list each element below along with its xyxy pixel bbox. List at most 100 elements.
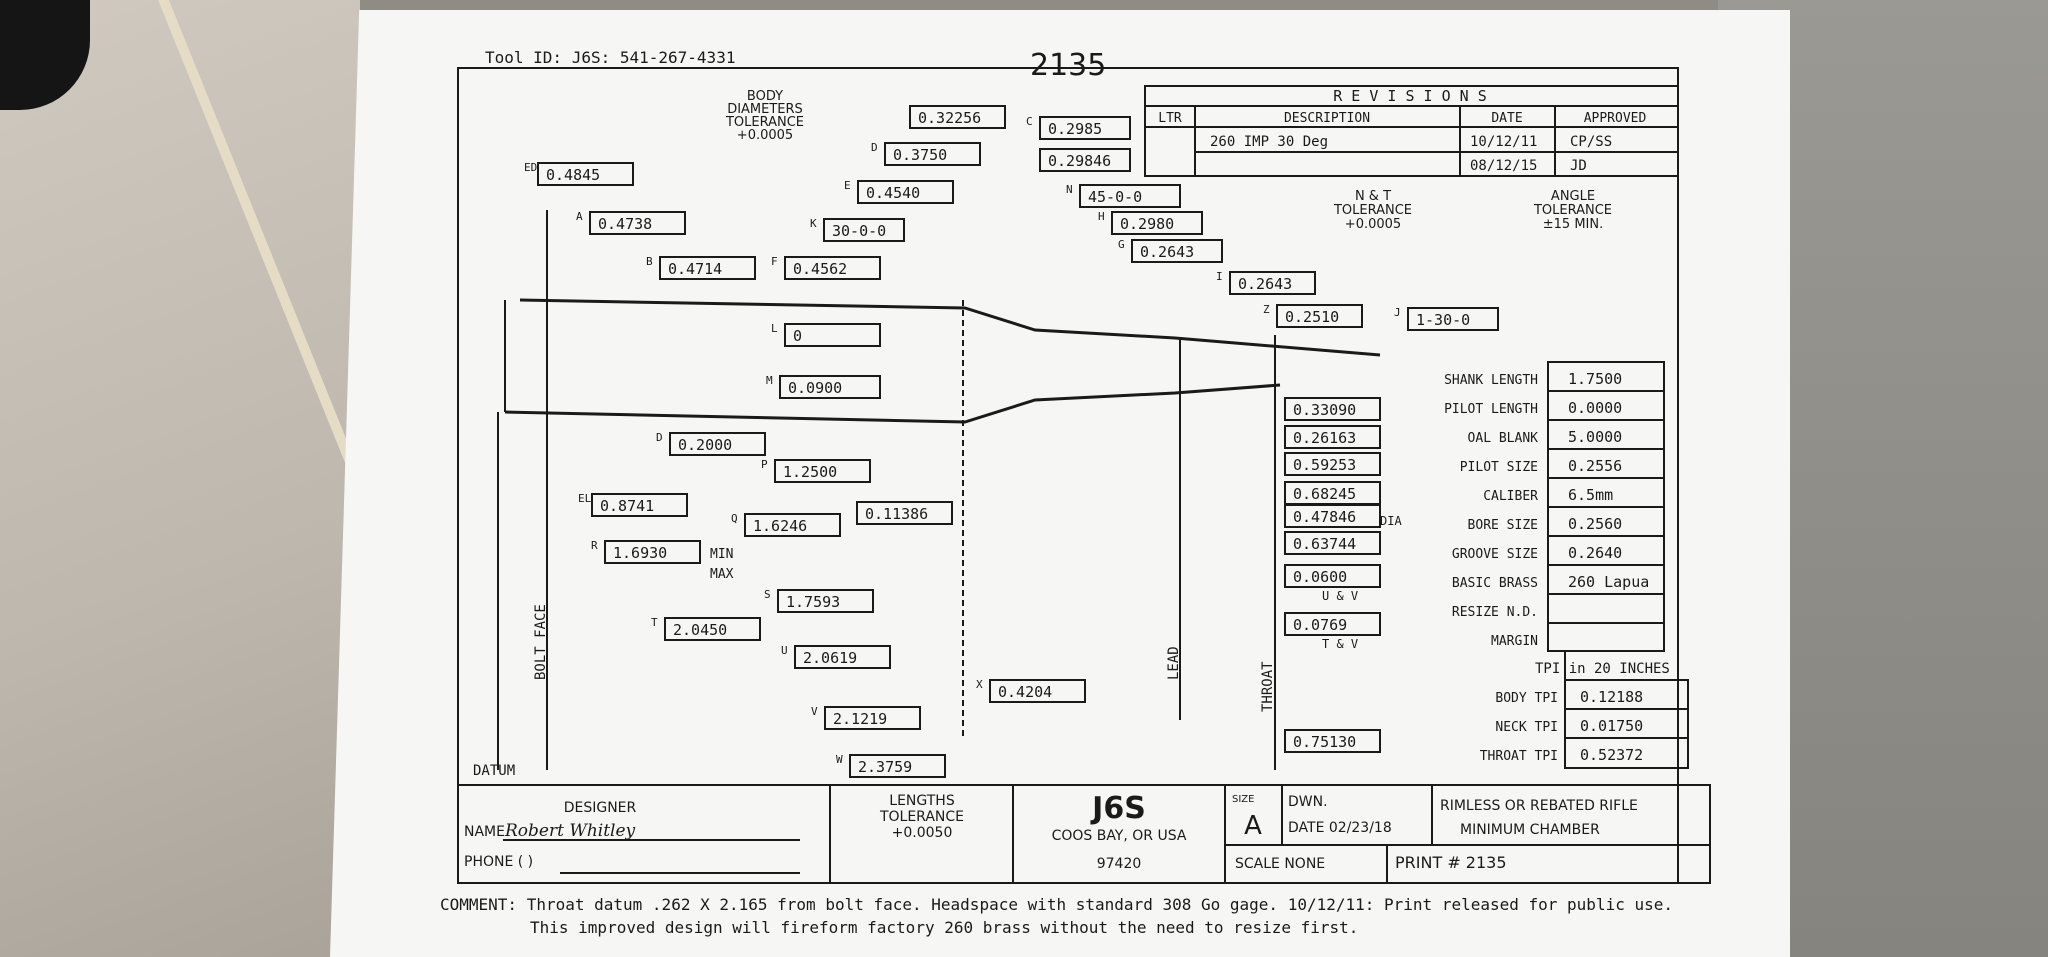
lengths-tol-1: LENGTHS <box>889 793 955 809</box>
spec-value: 0.2640 <box>1568 544 1622 562</box>
dim-n: 45-0-0N <box>1066 183 1181 208</box>
spec-value: 0.2560 <box>1568 515 1622 533</box>
dim-value: 30-0-0 <box>832 222 886 240</box>
company-city: COOS BAY, OR USA <box>1052 828 1187 844</box>
spec-label: CALIBER <box>1483 489 1538 504</box>
uv-label: U & V <box>1322 589 1358 603</box>
dim-letter: Q <box>731 512 738 525</box>
dim-letter: U <box>781 644 788 657</box>
dim-value: 0.11386 <box>865 505 928 523</box>
right-dim-7: 0.0769 <box>1284 612 1381 636</box>
dim-value: 0.4738 <box>598 215 652 233</box>
tpi-value: 0.01750 <box>1580 717 1643 735</box>
angle-tol-1: ANGLE <box>1551 189 1595 204</box>
dim-letter: S <box>764 588 771 601</box>
dim-d: 0.3750 D <box>871 141 981 166</box>
lengths-tol-3: +0.0050 <box>892 825 953 841</box>
right-dim-2: 0.59253 <box>1284 452 1381 476</box>
max-label: MAX <box>710 567 734 582</box>
dim-value: 0.4562 <box>793 260 847 278</box>
right-dim-value: 0.63744 <box>1293 535 1356 553</box>
rev-row2-appr: JD <box>1570 158 1587 174</box>
body-tol-1: BODY <box>747 89 783 104</box>
dim-letter: EL <box>578 492 592 505</box>
right-dim-0: 0.33090 <box>1284 397 1381 421</box>
dim-letter: E <box>844 179 851 192</box>
throat-label: THROAT <box>1260 661 1276 712</box>
lengths-tol-2: TOLERANCE <box>879 809 964 825</box>
revisions-title: R E V I S I O N S <box>1333 87 1487 105</box>
rev-row1-date: 10/12/11 <box>1470 134 1537 150</box>
spec-value: 260 Lapua <box>1568 573 1649 591</box>
body-tol-2: DIAMETERS <box>727 102 803 117</box>
dim-value: 0.2643 <box>1238 275 1292 293</box>
spec-label: SHANK LENGTH <box>1444 373 1538 388</box>
dim-value: 45-0-0 <box>1088 188 1142 206</box>
bolt-face-label: BOLT FACE <box>533 604 549 680</box>
tpi-row: NECK TPI 0.01750 <box>1495 717 1643 735</box>
tpi-title: TPI in 20 INCHES <box>1535 661 1670 677</box>
spec-value: 0.0000 <box>1568 399 1622 417</box>
dim-letter: R <box>591 539 598 552</box>
dwn-label: DWN. <box>1288 794 1328 810</box>
company-logo: J6S <box>1090 791 1146 826</box>
spec-row: MARGIN <box>1491 622 1664 649</box>
dim-value: 1.2500 <box>783 463 837 481</box>
date-value: DATE 02/23/18 <box>1288 820 1392 836</box>
dim-qr: 0.11386 <box>856 501 953 525</box>
dim-value: 0.0900 <box>788 379 842 397</box>
tpi-label: NECK TPI <box>1495 720 1558 735</box>
spec-row: CALIBER 6.5mm <box>1483 477 1664 504</box>
right-dim-value: 0.26163 <box>1293 429 1356 447</box>
dim-letter: W <box>836 753 843 766</box>
lead-label: LEAD <box>1166 646 1182 680</box>
dim-letter: A <box>576 210 583 223</box>
dim-value: 0 <box>793 327 802 345</box>
dim-k: 30-0-0K <box>810 217 905 242</box>
spec-value: 6.5mm <box>1568 486 1613 504</box>
dim-value: 0.3750 <box>893 146 947 164</box>
dim-value: 0.4204 <box>998 683 1052 701</box>
dim-value: 0.2643 <box>1140 243 1194 261</box>
spec-label: PILOT LENGTH <box>1444 402 1538 417</box>
dim-value: 0.2000 <box>678 436 732 454</box>
rev-row1-desc: 260 IMP 30 Deg <box>1210 134 1328 150</box>
dim-c2: 0.29846 <box>1039 148 1131 172</box>
right-dim-value: 0.47846 <box>1293 508 1356 526</box>
dim-letter: ED <box>524 161 537 174</box>
dim-value: 1.6930 <box>613 544 667 562</box>
right-dim-value: 0.0600 <box>1293 568 1347 586</box>
right-dim-6: 0.0600 <box>1284 564 1381 588</box>
dim-value: 0.4540 <box>866 184 920 202</box>
spec-value: 0.2556 <box>1568 457 1622 475</box>
print-number: 2135 <box>1030 48 1106 83</box>
angle-tol-2: TOLERANCE <box>1533 203 1612 218</box>
right-dim-value: 0.33090 <box>1293 401 1356 419</box>
dim-letter: I <box>1216 270 1223 283</box>
nt-tol-3: +0.0005 <box>1345 217 1401 232</box>
dim-value: 0.2980 <box>1120 215 1174 233</box>
dim-letter: D <box>871 141 878 154</box>
comment-line-2: This improved design will fireform facto… <box>530 918 1358 937</box>
dia-label: DIA <box>1380 514 1402 528</box>
desc-line-2: MINIMUM CHAMBER <box>1460 822 1600 838</box>
dim-value: 0.29846 <box>1048 152 1111 170</box>
right-dim-5: 0.63744 <box>1284 531 1381 555</box>
print-value: PRINT # 2135 <box>1395 853 1507 872</box>
